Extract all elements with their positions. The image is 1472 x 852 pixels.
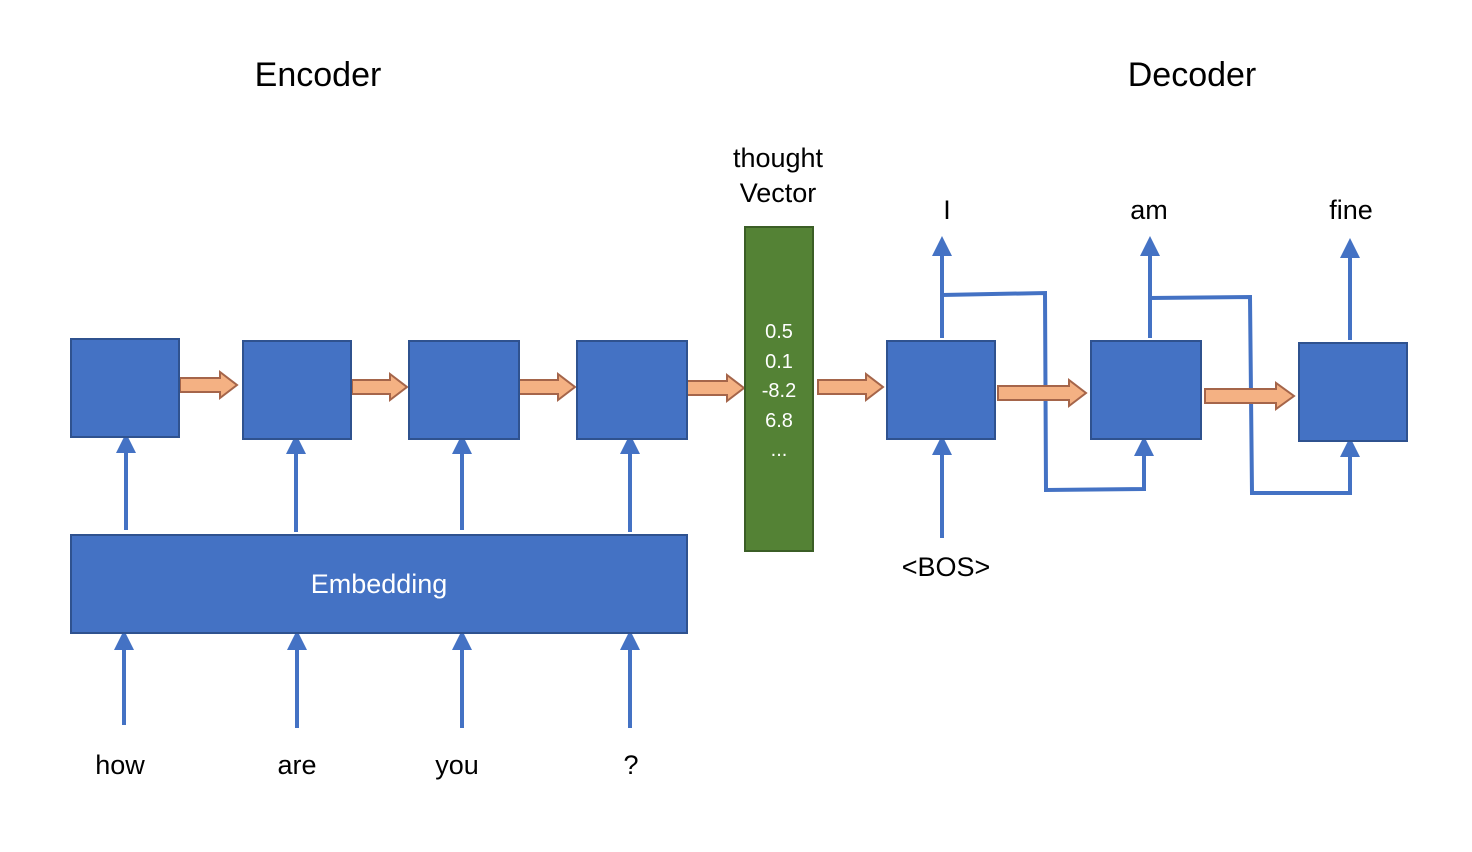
encoder-cell-1	[70, 338, 180, 438]
thought-vector-value: 6.8	[765, 409, 793, 432]
decoder-cell-1	[886, 340, 996, 440]
input-token-you: you	[435, 750, 479, 780]
encoder-cell-2	[242, 340, 352, 440]
embedding-layer: Embedding	[70, 534, 688, 634]
decoder-cell-3	[1298, 342, 1408, 442]
thought-vector-value: 0.5	[765, 321, 793, 343]
embedding-label: Embedding	[310, 568, 448, 599]
thought-vector-value: 0.1	[765, 350, 793, 373]
encoder-title: Encoder	[254, 56, 382, 94]
state-arrow-thought	[817, 371, 885, 403]
encoder-cell-4	[576, 340, 688, 440]
feedback-connector-2	[1149, 294, 1360, 495]
thought-vector-label-line1: thought	[732, 143, 824, 173]
decoder-cell-2	[1090, 340, 1202, 440]
thought-vector: 0.5 0.1 -8.2 6.8 ...	[744, 226, 814, 552]
output-token-am: am	[1130, 195, 1168, 225]
encoder-cell-3	[408, 340, 520, 440]
output-token-fine: fine	[1329, 195, 1373, 225]
state-arrow-dec-2	[1204, 381, 1296, 411]
output-token-i: I	[943, 195, 951, 225]
bos-token: <BOS>	[901, 552, 991, 582]
state-arrow-enc-3	[518, 371, 577, 403]
state-arrow-enc-4	[686, 372, 746, 404]
thought-vector-label-line2: Vector	[739, 178, 817, 208]
thought-vector-label: thought Vector	[678, 141, 878, 211]
decoder-title: Decoder	[1127, 56, 1257, 94]
input-token-how: how	[95, 750, 145, 780]
state-arrow-enc-2	[351, 371, 409, 403]
state-arrow-dec-1	[997, 377, 1088, 409]
thought-vector-value: ...	[770, 439, 788, 461]
feedback-connector-1	[941, 290, 1154, 493]
input-token-question: ?	[623, 750, 639, 780]
state-arrow-enc-1	[179, 369, 239, 401]
input-token-are: are	[277, 750, 317, 780]
thought-vector-value: -8.2	[761, 380, 797, 402]
